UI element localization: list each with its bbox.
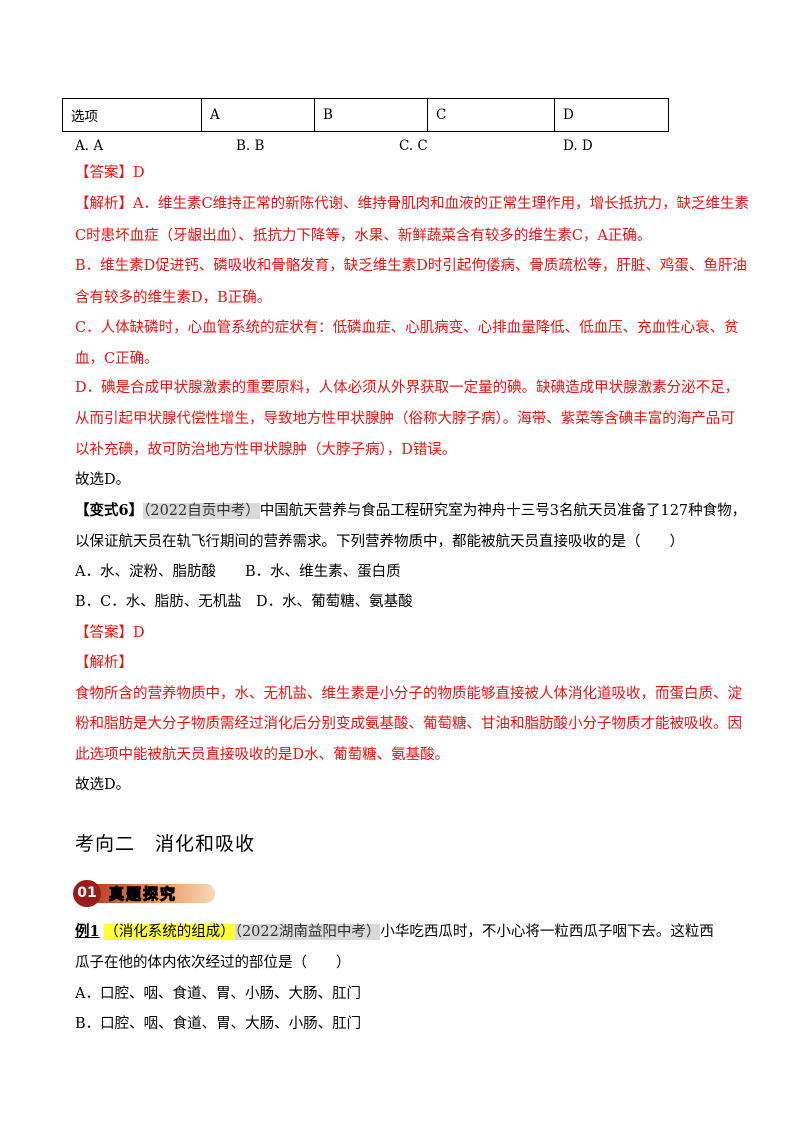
analysis-line: 血，C正确。	[75, 351, 159, 367]
option-a: A．口腔、咽、食道、胃、小肠、大肠、肛门	[75, 986, 361, 1002]
question-stem-line: 以保证航天员在轨飞行期间的营养需求。下列营养物质中，都能被航天员直接吸收的是（ …	[75, 534, 684, 550]
table-cell: C	[427, 98, 555, 132]
option-d: D．水、葡萄糖、氨基酸	[256, 594, 413, 610]
analysis-line: 以补充碘，故可防治地方性甲状腺肿（大脖子病），D错误。	[75, 442, 457, 458]
option-c: C. C	[399, 138, 428, 154]
example-label: 例1	[75, 923, 100, 940]
option-b: B. B	[236, 138, 265, 154]
conclusion-text: 故选D。	[75, 777, 131, 793]
section-banner: 01 真题探究	[73, 880, 215, 907]
option-b: B．口腔、咽、食道、胃、大肠、小肠、肛门	[75, 1016, 362, 1032]
banner-number: 01	[73, 880, 101, 907]
analysis-line: 此选项中能被航天员直接吸收的是D水、葡萄糖、氨基酸。	[75, 747, 450, 763]
example-stem-text: 小华吃西瓜时，不小心将一粒西瓜子咽下去。这粒西	[380, 924, 714, 940]
analysis-line: D．碘是合成甲状腺激素的重要原料，人体必须从外界获取一定量的碘。缺碘造成甲状腺激…	[75, 380, 740, 396]
analysis-label: 【解析】	[75, 196, 133, 212]
table-cell: D	[554, 98, 669, 132]
options-table: 选项 A B C D	[62, 98, 669, 132]
answer-text: 【答案】D	[75, 625, 145, 641]
analysis-line: 食物所含的营养物质中，水、无机盐、维生素是小分子的物质能够直接被人体消化道吸收，…	[75, 686, 742, 702]
analysis-line: B．维生素D促进钙、磷吸收和骨骼发育，缺乏维生素D时引起佝偻病、骨质疏松等，肝脏…	[75, 258, 747, 274]
example-stem-line: 瓜子在他的体内依次经过的部位是（ ）	[75, 955, 351, 971]
banner-band	[91, 884, 215, 903]
question-stem-text: 中国航天营养与食品工程研究室为神舟十三号3名航天员准备了127种食物，	[259, 503, 747, 519]
analysis-line: C时患坏血症（牙龈出血）、抵抗力下降等，水果、新鲜蔬菜含有较多的维生素C，A正确…	[75, 228, 652, 244]
question-source: （2022自贡中考）	[143, 503, 260, 519]
analysis-line: C．人体缺磷时，心血管系统的症状有：低磷血症、心肌病变、心排血量降低、低血压、充…	[75, 320, 739, 336]
question-stem: 【变式6】（2022自贡中考）中国航天营养与食品工程研究室为神舟十三号3名航天员…	[75, 501, 746, 521]
analysis-line: 含有较多的维生素D，B正确。	[75, 290, 272, 306]
analysis-label: 【解析】	[75, 655, 133, 671]
option-d: D. D	[563, 138, 593, 154]
table-cell: A	[201, 98, 315, 132]
banner-text: 真题探究	[108, 885, 178, 904]
table-row: 选项 A B C D	[62, 98, 669, 132]
option-b: B．水、维生素、蛋白质	[245, 564, 401, 580]
analysis-line: 粉和脂肪是大分子物质需经过消化后分别变成氨基酸、葡萄糖、甘油和脂肪酸小分子物质才…	[75, 716, 742, 732]
example-source: （2022湖南益阳中考）	[234, 924, 381, 940]
analysis-line: 【解析】A．维生素C维持正常的新陈代谢、维持骨肌肉和血液的正常生理作用，增长抵抗…	[75, 194, 749, 214]
section-heading: 考向二 消化和吸收	[75, 833, 256, 855]
analysis-line: 从而引起甲状腺代偿性增生，导致地方性甲状腺肿（俗称大脖子病）。海带、紫菜等含碘丰…	[75, 411, 735, 427]
option-c: B．C．水、脂肪、无机盐	[75, 594, 242, 610]
analysis-text: A．维生素C维持正常的新陈代谢、维持骨肌肉和血液的正常生理作用，增长抵抗力，缺乏…	[133, 196, 750, 212]
table-cell: B	[314, 98, 428, 132]
option-a: A．水、淀粉、脂肪酸	[75, 564, 216, 580]
example-stem: 例1 （消化系统的组成）（2022湖南益阳中考）小华吃西瓜时，不小心将一粒西瓜子…	[75, 922, 714, 942]
conclusion-text: 故选D。	[75, 472, 131, 488]
option-a: A. A	[75, 138, 104, 154]
topic-tag: （消化系统的组成）	[104, 924, 235, 940]
question-label: 【变式6】	[75, 502, 144, 519]
table-cell: 选项	[62, 98, 202, 132]
answer-text: 【答案】D	[75, 165, 145, 181]
